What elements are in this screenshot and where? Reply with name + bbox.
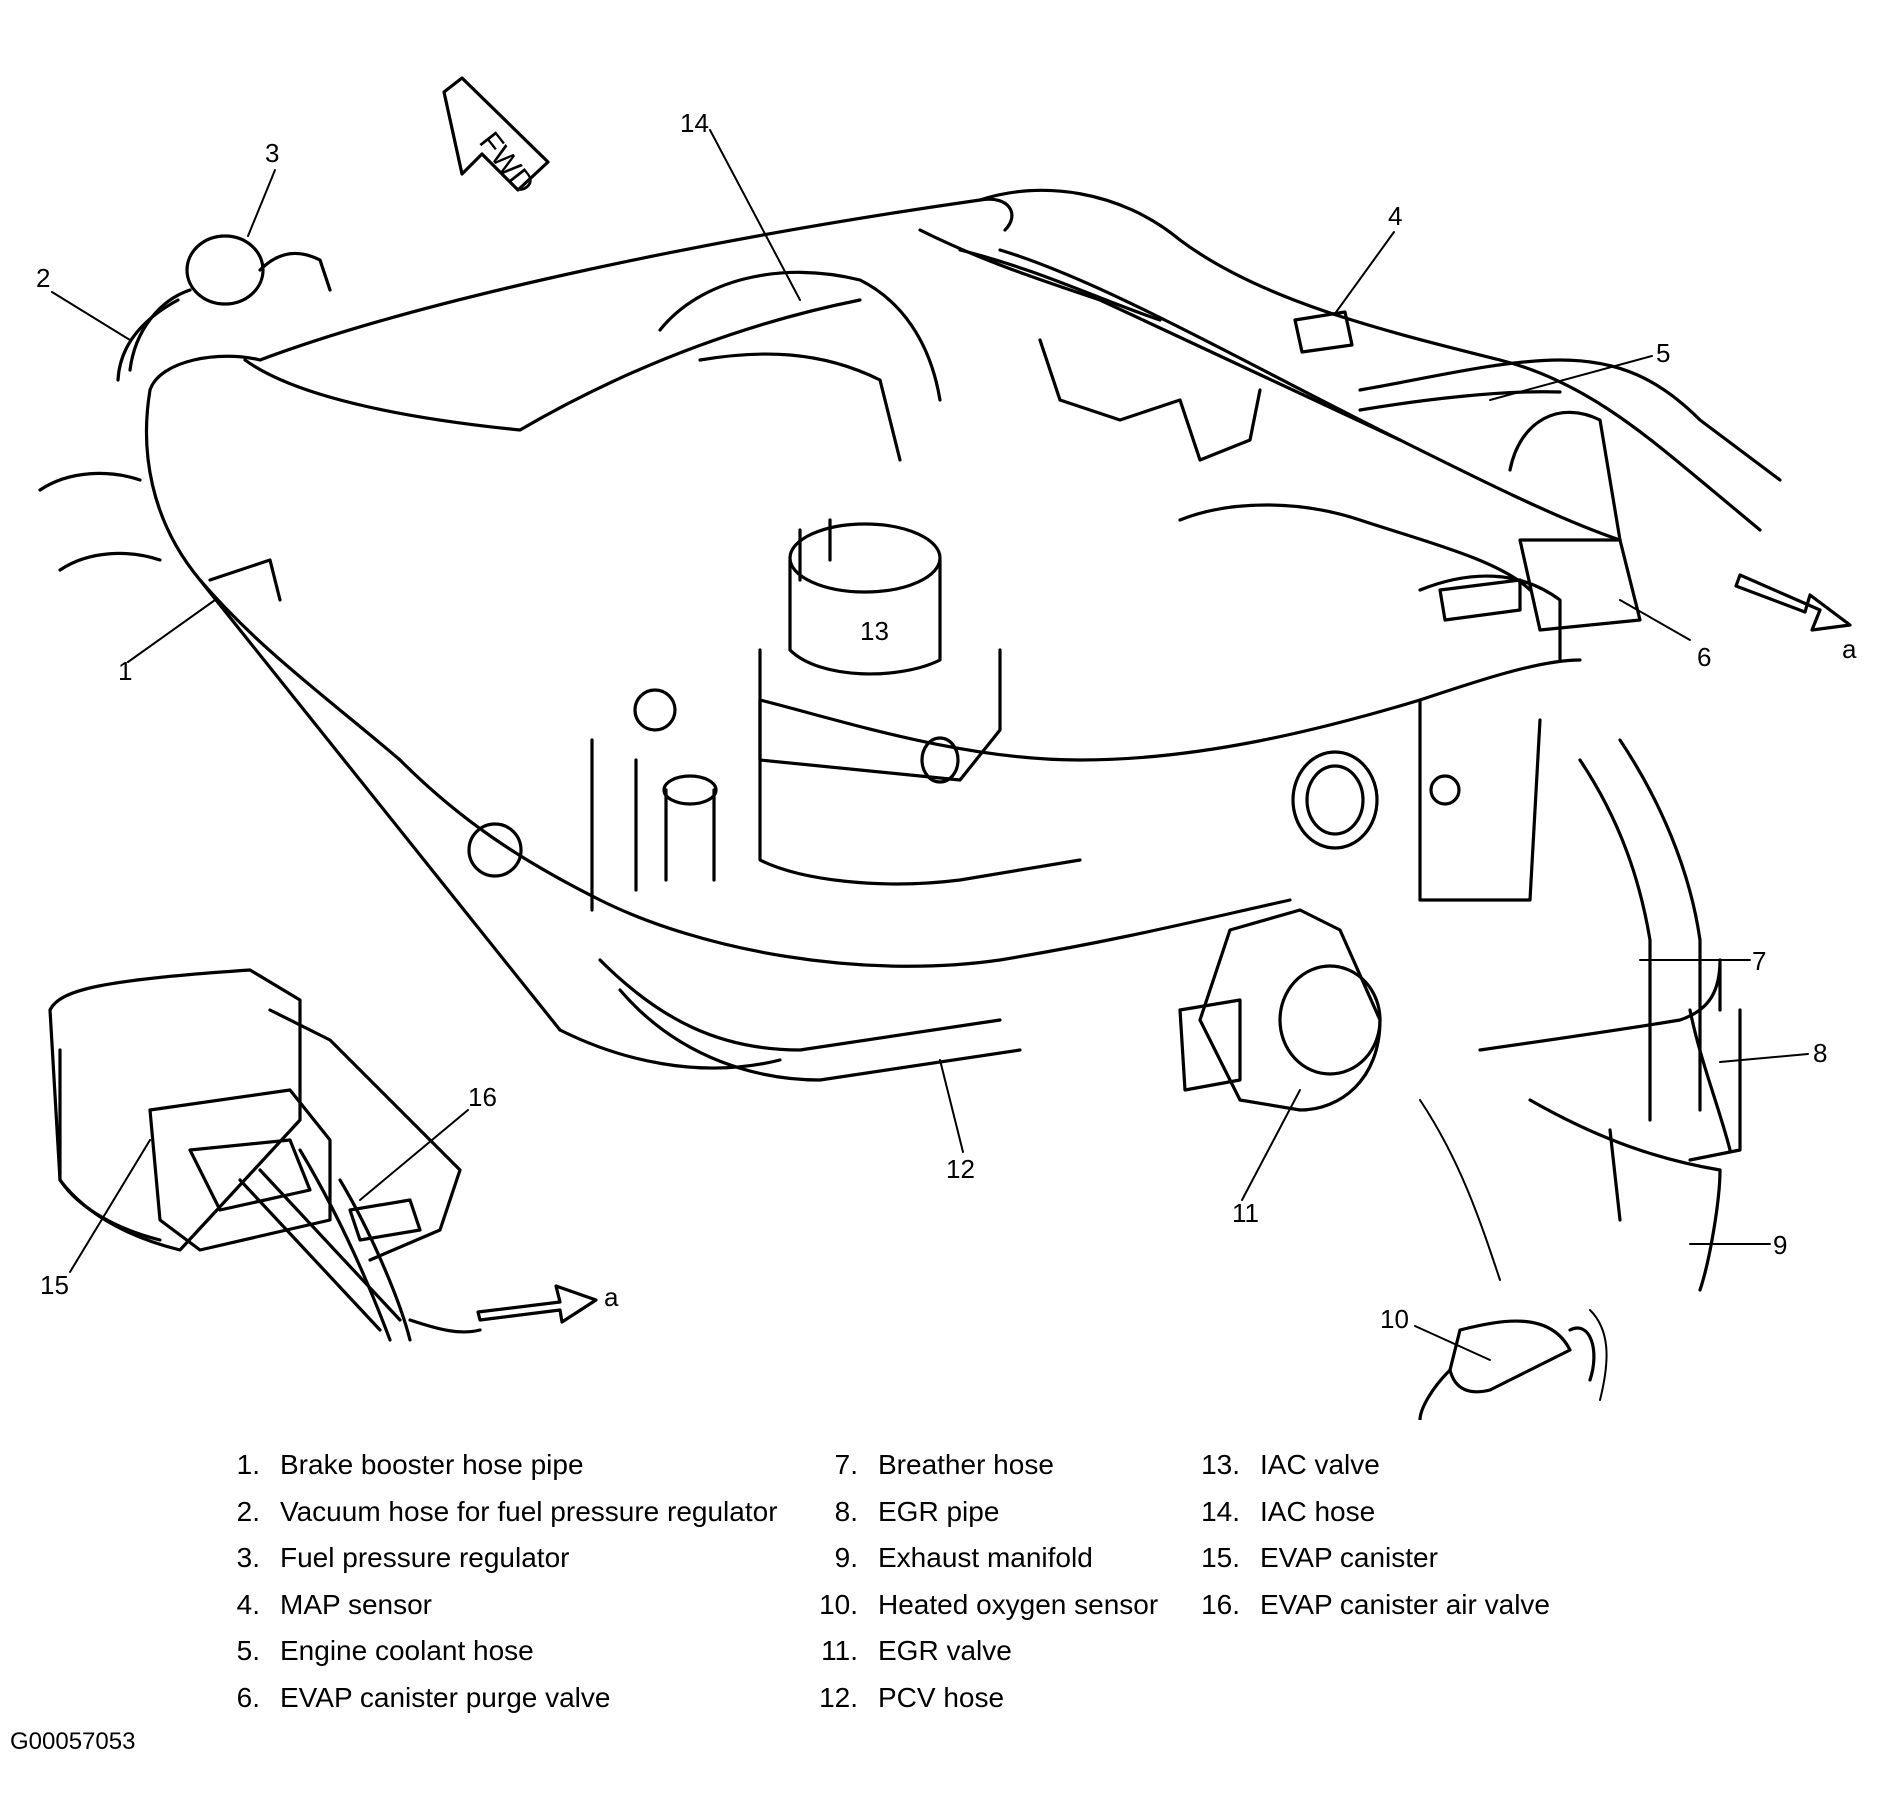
legend-item: 7.Breather hose xyxy=(834,1449,1054,1480)
legend-item: 4.MAP sensor xyxy=(236,1588,432,1620)
figure-id: G00057053 xyxy=(10,1728,136,1755)
legend-item: 12.PCV hose xyxy=(819,1681,1005,1713)
legend-item: 5.Engine coolant hose xyxy=(236,1635,534,1666)
callout-11: 11 xyxy=(1232,1198,1259,1228)
legend-column-2: 7.Breather hose 8.EGR pipe 9.Exhaust man… xyxy=(814,1442,1158,1721)
callout-13: 13 xyxy=(860,616,889,646)
legend-item: 3.Fuel pressure regulator xyxy=(236,1542,570,1573)
arrow-label-a-right: a xyxy=(1842,634,1857,664)
callout-8: 8 xyxy=(1813,1038,1827,1068)
callout-15: 15 xyxy=(40,1270,69,1300)
legend-item: 15.EVAP canister xyxy=(1201,1542,1438,1573)
legend-item: 11.EGR valve xyxy=(821,1635,1012,1666)
legend-item: 1.Brake booster hose pipe xyxy=(236,1449,584,1480)
callout-16: 16 xyxy=(468,1082,497,1112)
callout-2: 2 xyxy=(36,263,50,293)
intake-manifold-drawing xyxy=(38,188,1852,1420)
legend-item: 8.EGR pipe xyxy=(834,1495,1000,1527)
callout-leaders xyxy=(51,129,1809,1361)
legend-item: 2.Vacuum hose for fuel pressure regulato… xyxy=(236,1495,778,1527)
callout-6: 6 xyxy=(1697,642,1711,672)
legend-item: 6.EVAP canister purge valve xyxy=(236,1681,611,1713)
engine-diagram: FWD xyxy=(36,76,1857,1420)
legend-item: 14.IAC hose xyxy=(1201,1495,1376,1527)
legend-item: 9.Exhaust manifold xyxy=(834,1542,1093,1573)
callout-10: 10 xyxy=(1380,1304,1409,1334)
arrow-label-a-inset: a xyxy=(604,1282,619,1312)
fwd-label: FWD xyxy=(472,126,540,200)
callout-7: 7 xyxy=(1752,946,1766,976)
callout-4: 4 xyxy=(1388,201,1402,231)
callout-3: 3 xyxy=(265,138,279,168)
legend-item: 16.EVAP canister air valve xyxy=(1201,1588,1550,1620)
callout-14: 14 xyxy=(680,108,709,138)
legend-column-1: 1.Brake booster hose pipe 2.Vacuum hose … xyxy=(230,1442,778,1721)
forward-arrow-icon: FWD xyxy=(442,76,550,200)
evap-canister-drawing xyxy=(48,968,598,1342)
callout-labels: 1 2 3 4 5 6 7 8 9 10 11 12 13 14 15 16 a… xyxy=(36,108,1857,1334)
callout-12: 12 xyxy=(946,1154,975,1184)
callout-5: 5 xyxy=(1656,338,1670,368)
legend-column-3: 13.IAC valve 14.IAC hose 15.EVAP caniste… xyxy=(1196,1442,1550,1628)
legend-item: 10.Heated oxygen sensor xyxy=(819,1588,1159,1620)
callout-9: 9 xyxy=(1773,1230,1787,1260)
callout-1: 1 xyxy=(118,656,132,686)
legend-item: 13.IAC valve xyxy=(1201,1449,1380,1480)
